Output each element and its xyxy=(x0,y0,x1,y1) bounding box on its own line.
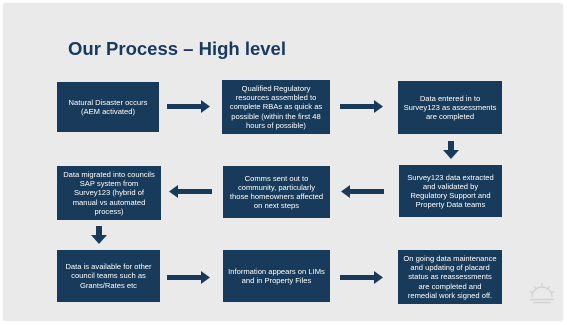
step-data-migrated: Data migrated into councils SAP system f… xyxy=(57,166,161,220)
arrow-right-1 xyxy=(167,100,210,113)
step-data-entered: Data entered in to Survey123 as assessme… xyxy=(398,81,502,134)
step-data-available: Data is available for other council team… xyxy=(57,250,160,302)
arrow-right-3 xyxy=(167,271,210,284)
step-comms-sent: Comms sent out to community, particularl… xyxy=(223,166,330,218)
step-resources-assembled: Qualified Regulatory resources assembled… xyxy=(222,80,330,134)
arrow-left-1 xyxy=(341,185,384,198)
arrow-right-2 xyxy=(340,100,383,113)
arrow-down-1 xyxy=(443,141,459,159)
step-data-extracted: Survey123 data extracted and validated b… xyxy=(399,165,502,217)
step-natural-disaster: Natural Disaster occurs (AEM activated) xyxy=(57,82,159,132)
arrow-left-2 xyxy=(169,185,212,198)
page-title: Our Process – High level xyxy=(68,38,286,59)
arrow-right-4 xyxy=(340,271,383,284)
step-data-maintenance: On going data maintenance and updating o… xyxy=(398,250,502,304)
arrow-down-2 xyxy=(91,226,107,244)
sunrise-logo-icon xyxy=(529,283,555,304)
step-lims-property-files: Information appears on LIMs and in Prope… xyxy=(223,250,330,302)
